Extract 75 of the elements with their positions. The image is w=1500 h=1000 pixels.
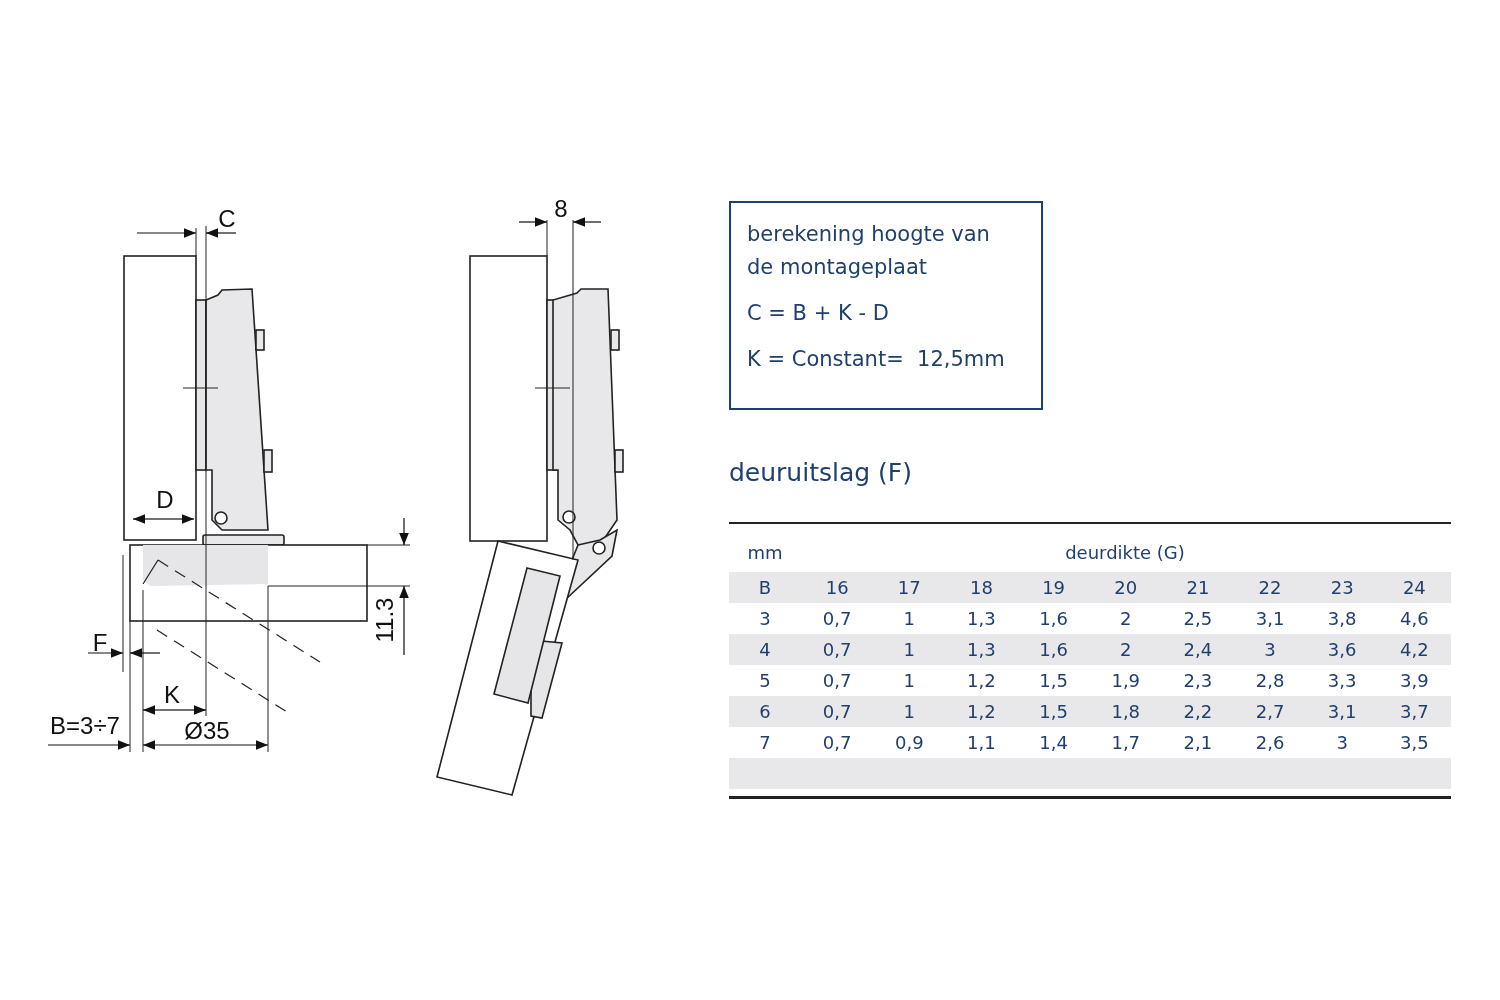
column-header: B — [758, 579, 772, 597]
table-value: 0,7 — [822, 734, 852, 752]
table-value: 2,3 — [1183, 672, 1213, 690]
table-value: 1,5 — [1039, 703, 1068, 721]
table-value: 1,7 — [1111, 734, 1141, 752]
dimension-label: K — [164, 683, 180, 707]
table-value: 1 — [903, 672, 915, 690]
section-heading: deuruitslag (F) — [729, 459, 912, 485]
table-value: 3,7 — [1400, 703, 1429, 721]
column-header: 18 — [970, 579, 993, 597]
column-header: 17 — [897, 579, 921, 597]
table-value: 2,1 — [1183, 734, 1213, 752]
table-value: 1,4 — [1039, 734, 1068, 752]
table-value: 4,2 — [1400, 641, 1429, 659]
table-value: 2,4 — [1183, 641, 1213, 659]
table-value: 3,3 — [1327, 672, 1357, 690]
formula-box — [729, 201, 1043, 410]
dimension-label: 8 — [554, 197, 568, 221]
table-value: 1,3 — [967, 641, 996, 659]
table-value: 1,2 — [967, 672, 996, 690]
table-value: 2,6 — [1255, 734, 1285, 752]
table-value: 1,5 — [1039, 672, 1068, 690]
table-value: 3,6 — [1327, 641, 1357, 659]
table-value: 2 — [1120, 610, 1132, 628]
table-value: 1,3 — [967, 610, 996, 628]
table-value: 0,7 — [822, 641, 852, 659]
column-header: 23 — [1330, 579, 1354, 597]
table-value: 2,8 — [1255, 672, 1285, 690]
formula-text: C = B + K - D — [747, 300, 890, 327]
row-header: 3 — [759, 610, 771, 628]
table-value: 3,1 — [1255, 610, 1285, 628]
table-value: 3,9 — [1400, 672, 1429, 690]
row-header: 5 — [759, 672, 771, 690]
table-value: 1,6 — [1039, 610, 1068, 628]
dimension-label: 11.3 — [373, 597, 397, 643]
column-group-header: deurdikte (G) — [1065, 544, 1185, 562]
row-header: 7 — [759, 734, 771, 752]
dimension-label: Ø35 — [184, 719, 230, 743]
table-value: 2 — [1120, 641, 1132, 659]
table-value: 3 — [1336, 734, 1348, 752]
table-value: 3,5 — [1400, 734, 1429, 752]
table-value: 2,2 — [1183, 703, 1213, 721]
table-value: 0,7 — [822, 672, 852, 690]
table-value: 0,7 — [822, 610, 852, 628]
row-header: 4 — [759, 641, 771, 659]
table-value: 3 — [1264, 641, 1276, 659]
table-value: 3,8 — [1327, 610, 1357, 628]
table-value: 1 — [903, 610, 915, 628]
dimension-label: F — [92, 631, 108, 655]
table-value: 1,2 — [967, 703, 996, 721]
formula-text: K = Constant= 12,5mm — [747, 346, 1006, 373]
table-value: 4,6 — [1400, 610, 1429, 628]
column-header: 16 — [825, 579, 849, 597]
dimension-label: B=3÷7 — [50, 714, 120, 738]
table-value: 1 — [903, 641, 915, 659]
table-value: 1,1 — [967, 734, 996, 752]
table-value: 2,7 — [1255, 703, 1285, 721]
column-header: 24 — [1402, 579, 1426, 597]
dimension-label: C — [218, 207, 236, 231]
column-header: 21 — [1186, 579, 1210, 597]
column-header: 20 — [1114, 579, 1138, 597]
table-value: 3,1 — [1327, 703, 1357, 721]
table-value: 1,9 — [1111, 672, 1141, 690]
column-header: 22 — [1258, 579, 1282, 597]
unit-label: mm — [747, 544, 783, 562]
column-header: 19 — [1042, 579, 1066, 597]
row-header: 6 — [759, 703, 771, 721]
dimension-label: D — [156, 488, 174, 512]
table-value: 2,5 — [1183, 610, 1213, 628]
table-value: 1,6 — [1039, 641, 1068, 659]
table-value: 0,7 — [822, 703, 852, 721]
table-value: 0,9 — [895, 734, 924, 752]
formula-heading: berekening hoogte van de montageplaat — [747, 221, 991, 281]
table-value: 1,8 — [1111, 703, 1141, 721]
table-value: 1 — [903, 703, 915, 721]
